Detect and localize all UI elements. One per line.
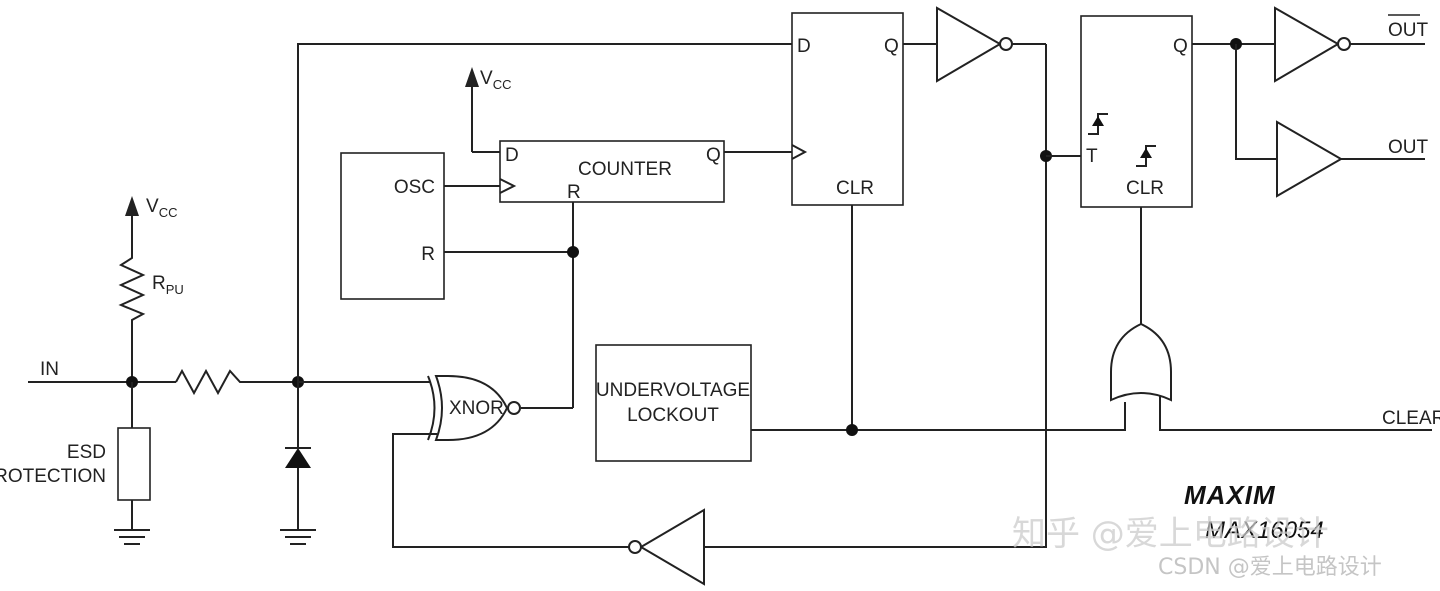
junction-dot: [846, 424, 858, 436]
dff-d-label: D: [797, 36, 811, 57]
out-bar-label: OUT: [1388, 20, 1429, 41]
esd-block: [117, 427, 151, 501]
esd-protection-label: PROTECTION: [0, 466, 106, 487]
out-bar-inverter: [1274, 6, 1351, 83]
undervoltage-lockout-block: UNDERVOLTAGE LOCKOUT: [595, 344, 752, 462]
inversion-bubble-icon: [628, 540, 642, 554]
junction-dot: [567, 246, 579, 258]
diode-icon: [285, 448, 311, 468]
rpu-label: RPU: [152, 273, 184, 297]
counter-title: COUNTER: [578, 159, 672, 180]
csdn-watermark: CSDN @爱上电路设计: [1158, 555, 1382, 580]
output-feedback-wire: [704, 44, 1047, 548]
esd-protection: ESD PROTECTION: [0, 382, 151, 545]
input-to-dff-wire: [297, 43, 792, 382]
inversion-bubble-icon: [999, 37, 1013, 51]
counter-d-label: D: [505, 145, 519, 166]
maxim-logo: MAXIM: [1184, 480, 1276, 510]
clamp-diode: [280, 376, 316, 545]
clock-input-icon: [499, 178, 517, 194]
osc-reset-label: R: [421, 244, 435, 265]
feedback-wire: [392, 433, 633, 548]
clock-input-icon: [791, 144, 808, 160]
xnor-gate: XNOR: [427, 375, 521, 441]
rising-edge-icon: [1136, 145, 1156, 167]
counter-vcc-label: VCC: [480, 68, 511, 92]
dff-output-inverter: [936, 6, 1013, 83]
uvlo-to-or-wire: [751, 402, 1126, 431]
tff-q-label: Q: [1173, 36, 1188, 57]
uvlo-label-line1: UNDERVOLTAGE: [596, 380, 750, 401]
inversion-bubble-icon: [507, 401, 521, 415]
d-flip-flop: D Q CLR: [791, 12, 904, 206]
vcc-arrow-icon: [465, 67, 479, 87]
vcc-pullup-supply: VCC: [125, 196, 177, 252]
in-label: IN: [40, 359, 59, 380]
oscillator-block: OSC R: [340, 152, 445, 300]
dff-clr-label: CLR: [836, 178, 874, 199]
dff-q-label: Q: [884, 36, 899, 57]
out-buffer: [1276, 120, 1343, 198]
osc-label: OSC: [394, 177, 435, 198]
t-flip-flop: Q T CLR: [1080, 15, 1193, 208]
counter-q-label: Q: [706, 145, 721, 166]
pullup-resistor: RPU: [118, 252, 184, 382]
clear-label: CLEAR: [1382, 408, 1440, 429]
vcc-arrow-icon: [125, 196, 139, 216]
counter-r-label: R: [567, 182, 581, 203]
out-label: OUT: [1388, 137, 1429, 158]
tff-t-label: T: [1086, 146, 1098, 167]
uvlo-label-line2: LOCKOUT: [627, 405, 719, 426]
tff-clr-label: CLR: [1126, 178, 1164, 199]
input-line: IN: [28, 359, 176, 388]
zhihu-watermark: 知乎 @爱上电路设计: [1012, 514, 1329, 554]
xnor-label: XNOR: [449, 398, 504, 419]
esd-label: ESD: [67, 442, 106, 463]
series-resistor: [175, 368, 298, 396]
inversion-bubble-icon: [1337, 37, 1351, 51]
part-number: MAX16054: [1205, 517, 1324, 544]
clear-input-wire: [1159, 396, 1432, 431]
feedback-inverter: [628, 508, 705, 586]
counter-block: COUNTER D Q R: [499, 140, 725, 203]
vcc-label: VCC: [146, 196, 177, 220]
or-gate: [1110, 322, 1172, 402]
rising-edge-icon: [1088, 113, 1108, 135]
